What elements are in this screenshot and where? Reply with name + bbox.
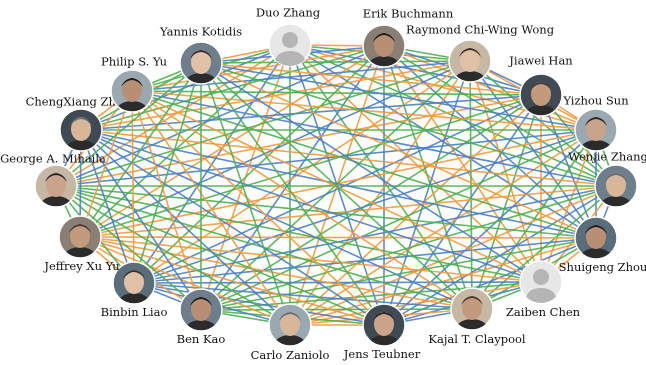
edge bbox=[131, 60, 471, 92]
node-label: Carlo Zaniolo bbox=[250, 348, 330, 362]
edge bbox=[200, 62, 542, 283]
edge bbox=[80, 129, 473, 310]
edge bbox=[131, 90, 597, 239]
person-photo-icon bbox=[112, 261, 156, 305]
edge bbox=[200, 60, 471, 64]
edge bbox=[79, 62, 202, 238]
edge bbox=[289, 281, 542, 326]
person-photo-icon bbox=[110, 69, 154, 113]
edge bbox=[133, 129, 597, 284]
edge bbox=[79, 236, 597, 239]
edge bbox=[200, 62, 617, 187]
edge bbox=[200, 62, 473, 310]
person-photo-icon bbox=[450, 287, 494, 331]
edge bbox=[200, 185, 617, 311]
edge bbox=[80, 44, 291, 131]
edge bbox=[79, 60, 471, 238]
edge bbox=[55, 185, 597, 239]
edge bbox=[79, 90, 133, 238]
node-label: Jeffrey Xu Yu bbox=[44, 259, 120, 273]
node-label: Jiawei Han bbox=[509, 53, 573, 68]
person-photo-icon bbox=[179, 41, 223, 85]
edge bbox=[131, 90, 202, 311]
edge bbox=[131, 90, 135, 284]
edge bbox=[133, 282, 473, 310]
node-label: Erik Buchmann bbox=[362, 6, 454, 21]
edge bbox=[289, 185, 617, 326]
edge bbox=[200, 62, 291, 326]
edge bbox=[79, 236, 385, 326]
edge bbox=[133, 44, 291, 284]
edge bbox=[131, 90, 617, 187]
edge bbox=[200, 62, 597, 131]
edge bbox=[55, 45, 385, 187]
edge bbox=[55, 62, 202, 187]
edge bbox=[80, 129, 597, 239]
person-photo-icon bbox=[268, 303, 312, 347]
edge bbox=[79, 236, 291, 326]
node-label: Binbin Liao bbox=[100, 305, 168, 319]
person-photo-icon bbox=[34, 164, 78, 208]
node-label: Zaiben Chen bbox=[505, 305, 581, 319]
edge bbox=[289, 44, 473, 310]
person-photo-icon bbox=[574, 108, 618, 152]
edge bbox=[469, 60, 617, 187]
edge bbox=[55, 185, 385, 326]
edge bbox=[131, 90, 385, 326]
edge bbox=[200, 62, 597, 239]
edge bbox=[131, 90, 291, 326]
node-label: Kajal T. Claypool bbox=[428, 332, 526, 346]
node-label: Yannis Kotidis bbox=[159, 24, 243, 39]
person-photo-icon bbox=[594, 164, 638, 208]
node-label: Yizhou Sun bbox=[563, 93, 629, 108]
edge bbox=[200, 308, 473, 311]
person-photo-icon bbox=[448, 39, 492, 83]
edge bbox=[80, 129, 135, 284]
edge bbox=[55, 94, 542, 187]
edge bbox=[289, 129, 597, 326]
person-photo-icon bbox=[519, 73, 563, 117]
edge bbox=[133, 185, 617, 284]
person-photo-icon bbox=[58, 215, 102, 259]
edge bbox=[471, 129, 597, 310]
node-label: Philip S. Yu bbox=[101, 54, 167, 69]
node-label: Ben Kao bbox=[176, 332, 226, 346]
node-label: Duo Zhang bbox=[255, 5, 321, 20]
person-photo-icon bbox=[362, 303, 406, 347]
edge bbox=[55, 185, 291, 326]
edge bbox=[200, 237, 597, 311]
edge bbox=[200, 62, 385, 326]
edge bbox=[133, 94, 542, 284]
node-label: Raymond Chi-Wing Wong bbox=[405, 22, 555, 37]
node-label: Shuigeng Zhou bbox=[558, 260, 646, 274]
node-label: Wenjie Zhang bbox=[568, 149, 646, 164]
edge bbox=[55, 185, 542, 283]
node-label: ChengXiang Zhai bbox=[25, 94, 127, 109]
edge bbox=[133, 282, 385, 326]
person-photo-icon bbox=[574, 216, 618, 260]
default-avatar-icon bbox=[519, 260, 563, 304]
edge bbox=[133, 62, 202, 284]
default-avatar-icon bbox=[268, 23, 312, 67]
edge bbox=[383, 60, 471, 326]
edge bbox=[540, 94, 597, 239]
person-photo-icon bbox=[59, 108, 103, 152]
edge bbox=[383, 45, 542, 283]
person-photo-icon bbox=[179, 288, 223, 332]
edge bbox=[133, 60, 471, 284]
edge bbox=[131, 90, 473, 310]
edge bbox=[80, 129, 202, 311]
edge bbox=[79, 185, 617, 238]
node-label: George A. Mihaila bbox=[0, 151, 106, 166]
edge bbox=[79, 236, 473, 310]
node-label: Jens Teubner bbox=[343, 347, 421, 361]
edge bbox=[80, 129, 291, 326]
edge bbox=[131, 90, 542, 96]
person-photo-icon bbox=[362, 24, 406, 68]
edge bbox=[200, 62, 542, 96]
edge bbox=[55, 129, 597, 187]
